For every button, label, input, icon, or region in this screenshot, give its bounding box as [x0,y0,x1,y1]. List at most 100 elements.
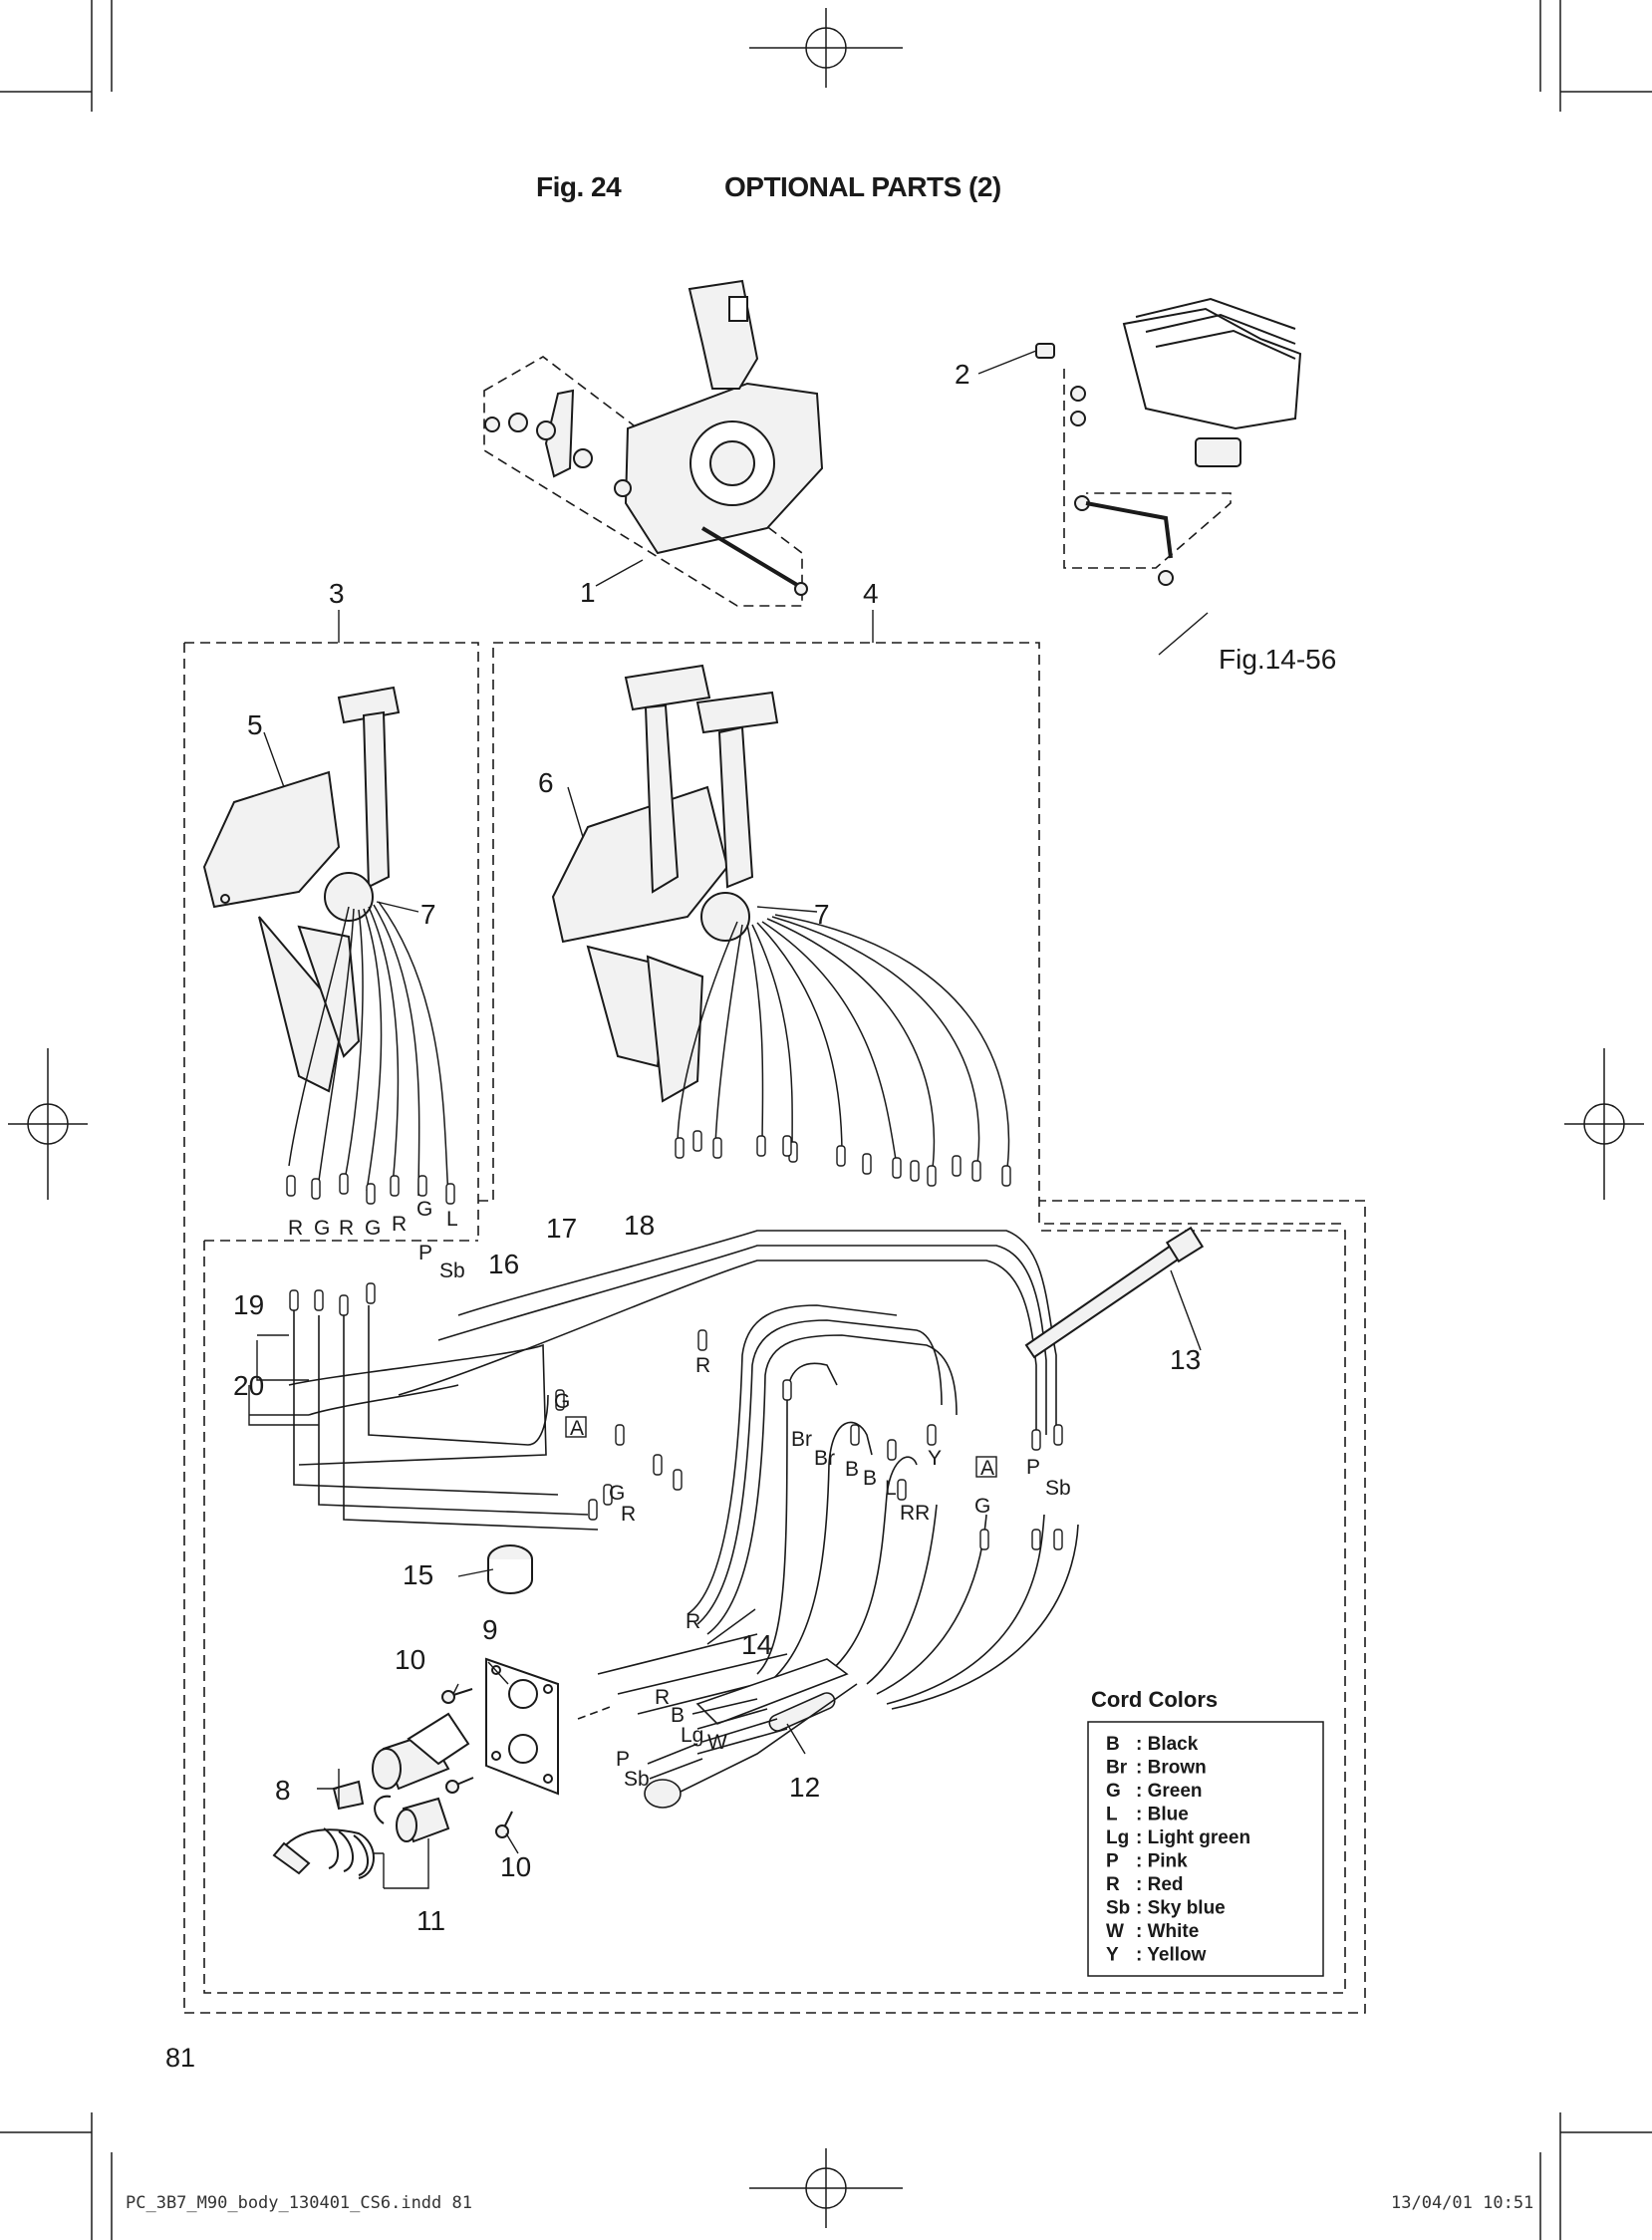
dual-lever-control [551,664,779,1103]
callout-18: 18 [624,1210,655,1241]
connector-pin [892,1157,902,1179]
side-mount-remote-control [484,279,824,596]
connector-pin [1001,1165,1011,1187]
callout-8: 8 [275,1775,291,1806]
code-harness3-2: G [314,1217,330,1240]
connector-pin [673,1469,683,1491]
legend-color-name: : Blue [1136,1805,1189,1825]
legend-code: W [1106,1921,1124,1942]
legend-color-name: : Brown [1136,1758,1207,1779]
callout-11: 11 [416,1905,445,1936]
connector-pin [417,1175,427,1197]
callout-7-dual: 7 [814,899,830,930]
connector-pin [1031,1529,1041,1550]
connector-pin [850,1424,860,1446]
page-number: 81 [165,2043,196,2073]
figure-title: OPTIONAL PARTS (2) [724,171,1001,202]
legend-code: L [1106,1805,1118,1825]
code-group-a-b2: B [863,1467,877,1490]
code-harness3-6: G [416,1198,432,1221]
code-lower-sb: Sb [439,1260,465,1282]
code-group-a-r: R [695,1354,710,1377]
registration-mark-left [8,1048,88,1200]
callout-19: 19 [233,1289,264,1320]
connector-pin [675,1137,685,1159]
callout-10-lower: 10 [500,1851,531,1882]
code-group-a-l: L [885,1477,897,1500]
engine-side-wire-bundle [597,1304,1079,1715]
callout-7-single: 7 [420,899,436,930]
wire-color-codes: R G R G R G L P Sb G G R R Br Br B B L Y… [288,1198,1071,1791]
code-key-p: P [616,1748,630,1771]
code-feed-g2: G [609,1482,625,1505]
connector-pin [366,1282,376,1304]
group-boundary-3 [183,642,479,2013]
connector-pin [971,1160,981,1182]
connector-pin [782,1379,792,1401]
key-switch-harness [577,1658,858,1809]
legend-code: Sb [1106,1898,1130,1919]
figure-number: Fig. 24 [536,171,622,202]
extension-connectors [289,1282,1063,1550]
group-boundary-1 [483,356,803,607]
code-harness3-3: R [339,1217,354,1240]
legend-color-name: : White [1136,1921,1199,1942]
registration-mark-bottom [749,2148,903,2228]
legend-color-name: : Red [1136,1874,1184,1895]
reference-fig-14-56: Fig.14-56 [1219,644,1336,675]
slug-timestamp: 13/04/01 10:51 [1391,2193,1534,2213]
connector-pin [555,1389,565,1411]
wire-grommet [487,1544,533,1594]
legend-color-name: : Green [1136,1781,1203,1802]
single-control-wire-bundle [288,901,449,1197]
connection-markers: A A [565,1416,997,1480]
legend-color-name: : Light green [1136,1827,1250,1848]
code-feed-g: G [554,1390,570,1413]
cable-tie [1024,1226,1205,1359]
connector-pin [339,1294,349,1316]
connector-pin [603,1484,613,1506]
legend-code: Lg [1106,1827,1129,1848]
connector-pin [339,1173,349,1195]
connector-pin [289,1289,299,1311]
legend-box [1087,1721,1324,1977]
legend-code: Y [1106,1945,1119,1966]
callout-15: 15 [403,1559,433,1590]
code-harness3-4: G [365,1217,381,1240]
marker-a-left: A [570,1417,584,1440]
group-boundary-4 [493,642,1345,1225]
connector-pin [910,1160,920,1182]
legend-color-name: : Sky blue [1136,1898,1226,1919]
legend-color-name: : Black [1136,1734,1199,1755]
registration-mark-right [1564,1048,1644,1200]
group-boundary-harness [203,1230,1346,1994]
engine-shift-bracket [1035,297,1302,586]
connector-pin [712,1137,722,1159]
switch-panel-plate [485,1657,559,1796]
connector-pin [390,1175,400,1197]
callout-16: 16 [488,1249,519,1279]
legend-title: Cord Colors [1091,1687,1218,1712]
callout-14: 14 [741,1629,772,1660]
extension-harness [288,1230,1057,1466]
legend-code: B [1106,1734,1120,1755]
left-feed-wires [293,1305,599,1531]
group-boundary-outer [184,643,1366,2014]
connector-pin [1053,1529,1063,1550]
code-harness3-7: L [446,1208,458,1231]
connector-pin [1031,1429,1041,1451]
main-switch [332,1712,470,1811]
connector-pin [615,1424,625,1446]
connector-pin [979,1529,989,1550]
code-group-a-br2: Br [814,1447,835,1470]
code-group-a-rr: RR [900,1502,930,1525]
callout-6: 6 [538,767,554,798]
connector-pin [952,1155,962,1177]
code-harness3-1: R [288,1217,303,1240]
connector-pin [286,1175,296,1197]
connector-pin [314,1289,324,1311]
connector-pin [836,1145,846,1167]
